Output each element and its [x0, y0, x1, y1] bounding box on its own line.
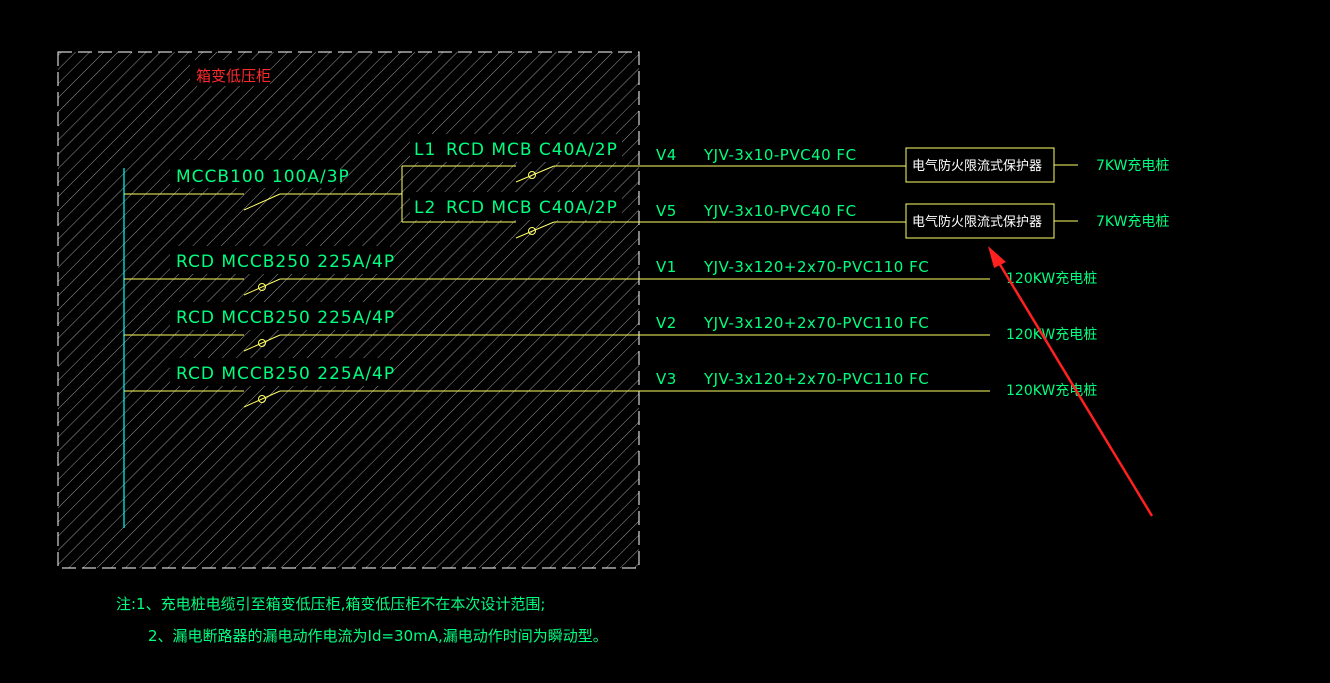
feeder-v2: RCD MCCB250 225A/4P V2 YJV-3x120+2x70-PV… [124, 308, 1097, 352]
branch-l1-cable: YJV-3x10-PVC40 FC [703, 146, 857, 164]
feeder-v2-breaker: RCD MCCB250 225A/4P [176, 308, 395, 328]
feeder-v1-cable: YJV-3x120+2x70-PVC110 FC [703, 258, 929, 276]
branch-l1: L1 RCD MCB C40A/2P V4 YJV-3x10-PVC40 FC … [402, 140, 1169, 183]
feeder-v2-cable: YJV-3x120+2x70-PVC110 FC [703, 314, 929, 332]
feeder-v3-cable: YJV-3x120+2x70-PVC110 FC [703, 370, 929, 388]
main-breaker: MCCB100 100A/3P [124, 167, 402, 211]
branch-l2-phase: L2 [414, 198, 436, 218]
protector-label-1: 电气防火限流式保护器 [912, 158, 1042, 174]
load-label-v3: 120KW充电桩 [1006, 382, 1097, 399]
branch-l2-circuit: V5 [656, 202, 677, 220]
feeder-v1-circuit: V1 [656, 258, 677, 276]
note-1: 注:1、充电桩电缆引至箱变低压柜,箱变低压柜不在本次设计范围; [116, 595, 545, 613]
load-label-v2: 120KW充电桩 [1006, 326, 1097, 343]
branch-l2-breaker: RCD MCB C40A/2P [446, 198, 618, 218]
feeder-v3-breaker: RCD MCCB250 225A/4P [176, 364, 395, 384]
annotation-arrow [988, 246, 1154, 517]
load-label-v1: 120KW充电桩 [1006, 270, 1097, 287]
load-label-v4: 7KW充电桩 [1096, 157, 1169, 174]
feeder-v1-breaker: RCD MCCB250 225A/4P [176, 252, 395, 272]
panel-enclosure [57, 51, 640, 569]
feeder-v3-circuit: V3 [656, 370, 677, 388]
main-breaker-label: MCCB100 100A/3P [176, 167, 350, 187]
note-2: 2、漏电断路器的漏电动作电流为Id=30mA,漏电动作时间为瞬动型。 [148, 627, 608, 645]
protector-label-2: 电气防火限流式保护器 [912, 214, 1042, 230]
feeder-v2-circuit: V2 [656, 314, 677, 332]
load-label-v5: 7KW充电桩 [1096, 213, 1169, 230]
panel-title: 箱变低压柜 [196, 67, 271, 85]
feeder-v1: RCD MCCB250 225A/4P V1 YJV-3x120+2x70-PV… [124, 252, 1097, 296]
branch-l2: L2 RCD MCB C40A/2P V5 YJV-3x10-PVC40 FC … [402, 198, 1169, 239]
branch-l1-circuit: V4 [656, 146, 677, 164]
branch-l1-breaker: RCD MCB C40A/2P [446, 140, 618, 160]
protector-box-2 [905, 203, 1055, 239]
branch-l2-cable: YJV-3x10-PVC40 FC [703, 202, 857, 220]
branch-l1-phase: L1 [414, 140, 436, 160]
